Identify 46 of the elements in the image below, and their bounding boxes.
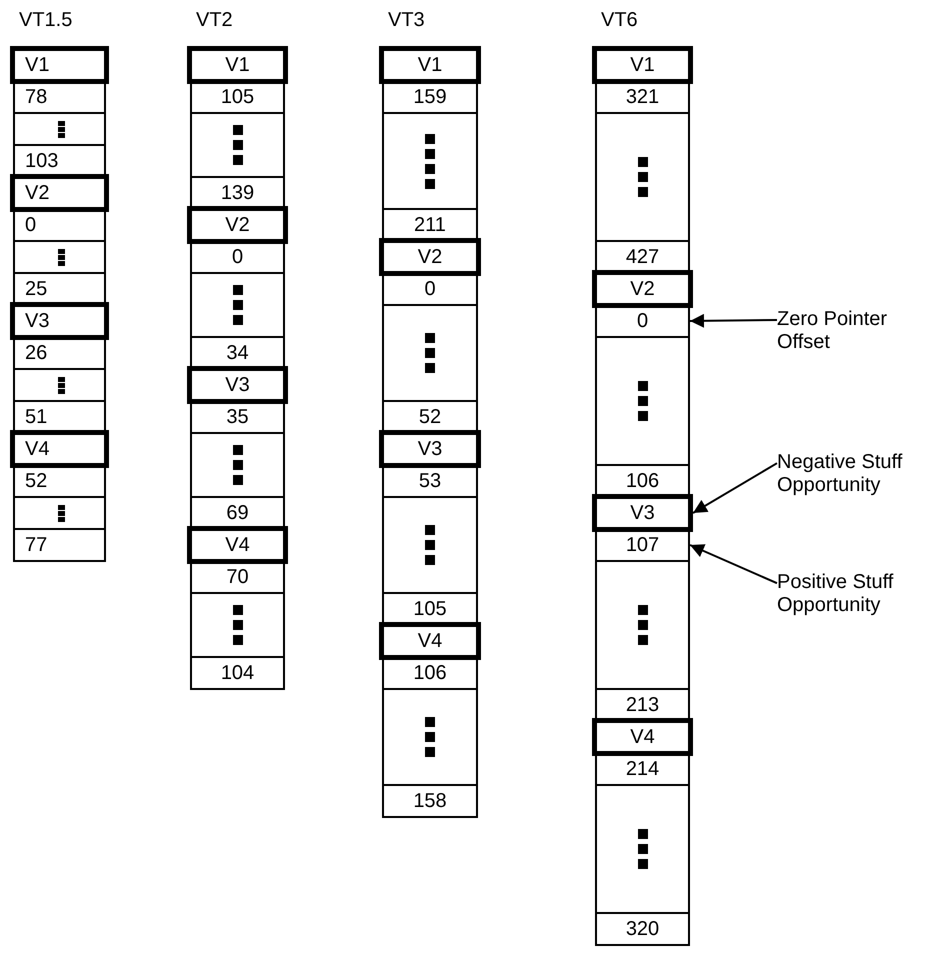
byte-cell [190,272,285,338]
column-heading: VT3 [388,10,425,30]
pointer-byte-cell: V2 [379,238,481,276]
callout-text: Negative Stuff Opportunity [777,451,927,498]
byte-cell: 158 [382,784,478,818]
pointer-byte-cell: V1 [10,46,109,84]
pointer-byte-cell: V3 [592,494,693,532]
byte-cell [13,112,106,146]
column-heading: VT2 [196,10,233,30]
byte-cell [595,784,690,914]
byte-cell [595,112,690,242]
byte-cell [595,560,690,690]
arrow [692,462,778,514]
callout-text: Positive Stuff Opportunity [777,571,927,618]
pointer-byte-cell: V2 [10,174,109,212]
pointer-byte-cell: V1 [379,46,481,84]
pointer-byte-cell: V4 [592,718,693,756]
byte-cell [13,240,106,274]
pointer-byte-cell: V4 [187,526,288,564]
byte-cell [13,496,106,530]
byte-cell: 104 [190,656,285,690]
pointer-byte-cell: V3 [379,430,481,468]
byte-cell: 320 [595,912,690,946]
callout-text: Zero Pointer Offset [777,308,927,354]
byte-cell [382,688,478,786]
byte-cell [190,432,285,498]
pointer-byte-cell: V2 [592,270,693,308]
byte-cell [13,368,106,402]
byte-cell [382,496,478,594]
byte-cell: 77 [13,528,106,562]
pointer-byte-cell: V1 [592,46,693,84]
pointer-byte-cell: V2 [187,206,288,244]
column-heading: VT6 [601,10,638,30]
pointer-byte-cell: V3 [187,366,288,404]
byte-cell [190,592,285,658]
arrow [690,314,778,328]
column-heading: VT1.5 [19,10,72,30]
byte-cell [382,304,478,402]
pointer-byte-cell: V4 [10,430,109,468]
byte-cell [190,112,285,178]
arrow [690,544,778,584]
byte-cell [595,336,690,466]
pointer-byte-cell: V1 [187,46,288,84]
pointer-byte-cell: V3 [10,302,109,340]
byte-cell [382,112,478,210]
pointer-byte-cell: V4 [379,622,481,660]
